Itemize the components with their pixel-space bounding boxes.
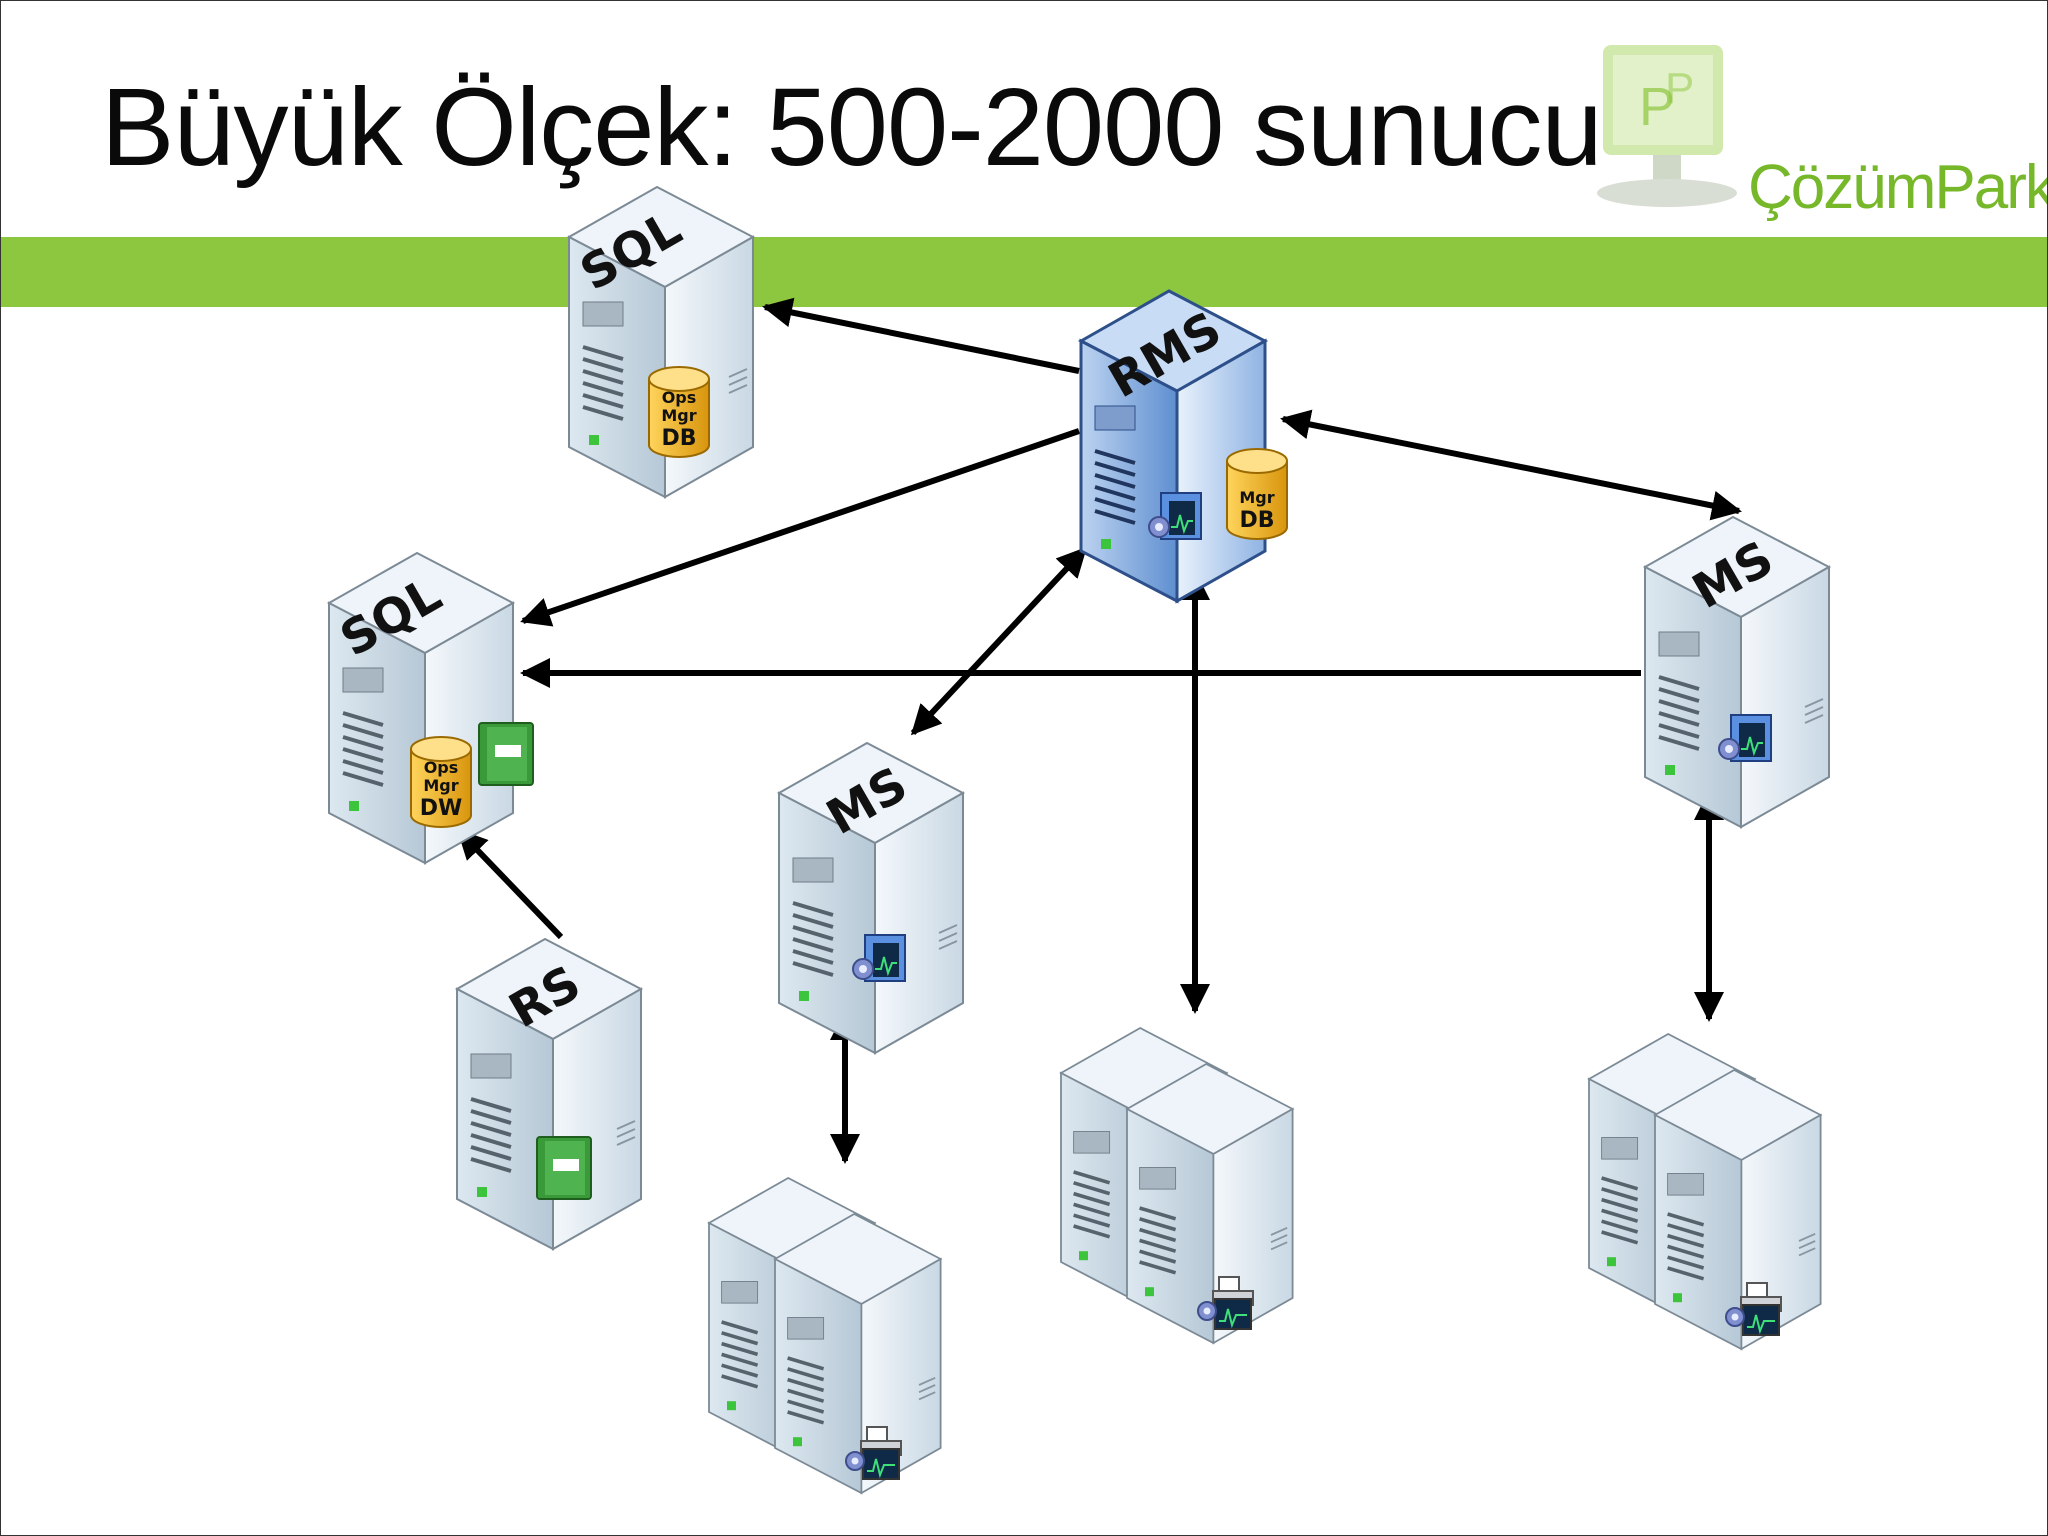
green-header-band — [1, 237, 2047, 307]
rs-server: RS — [455, 937, 643, 1251]
ms-mid-server: MS — [777, 741, 965, 1055]
arrow-rms-ms-right — [1280, 409, 1742, 521]
sql-db-server: SQL Ops Mgr DB — [567, 185, 755, 499]
agent-group-center — [1059, 1026, 1295, 1345]
logo-text: ÇözümPark — [1748, 153, 2048, 222]
arrow-rms-ms-mid — [910, 546, 1088, 736]
svg-text:P: P — [1639, 77, 1675, 137]
monitor-logo-icon: P P — [1597, 45, 1737, 207]
svg-text:Mgr: Mgr — [423, 776, 458, 795]
arrow-rms-to-sql-dw — [520, 428, 1080, 627]
server-icon — [1125, 1062, 1295, 1345]
svg-text:Ops: Ops — [424, 758, 459, 777]
svg-text:DB: DB — [1239, 508, 1274, 533]
cozumpark-logo: P P ÇözümPark — [1583, 15, 2047, 245]
svg-text:Ops: Ops — [662, 388, 697, 407]
agent-group-left — [707, 1176, 943, 1495]
database-cylinder-icon: Mgr DB — [1226, 448, 1288, 540]
agent-group-right — [1587, 1032, 1823, 1351]
report-book-icon — [478, 722, 534, 786]
server-icon — [1653, 1068, 1823, 1351]
arrow-rs-to-sql-dw — [456, 828, 564, 940]
slide-title: Büyük Ölçek: 500-2000 sunucu — [101, 66, 1603, 189]
svg-text:DW: DW — [420, 796, 463, 821]
rms-server: RMS Mgr DB — [1079, 289, 1288, 603]
svg-text:Mgr: Mgr — [661, 406, 696, 425]
ms-right-server: MS — [1643, 515, 1831, 829]
connection-arrows — [456, 297, 1742, 1164]
database-cylinder-icon: Ops Mgr DW — [410, 736, 472, 828]
arrow-rms-to-sql-db — [762, 297, 1080, 374]
server-icon — [773, 1212, 943, 1495]
svg-text:P: P — [1665, 64, 1694, 113]
svg-text:DB: DB — [661, 426, 696, 451]
svg-text:Mgr: Mgr — [1239, 488, 1274, 507]
database-cylinder-icon: Ops Mgr DB — [648, 366, 710, 458]
report-book-icon — [536, 1136, 592, 1200]
sql-dw-server: SQL Ops Mgr DW — [327, 551, 534, 865]
